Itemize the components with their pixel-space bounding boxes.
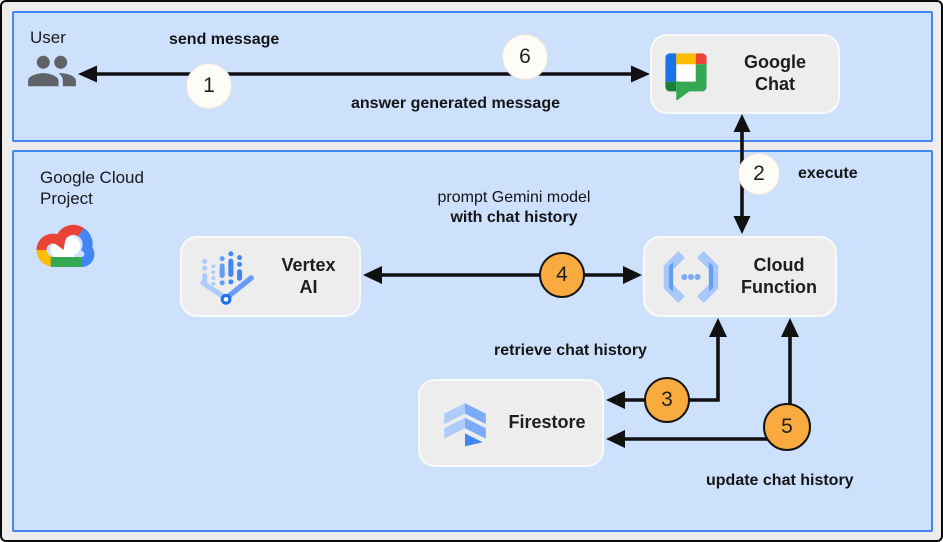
step-1-badge: 1 (186, 63, 232, 109)
update-chat-history-label: update chat history (706, 472, 854, 489)
vertex-ai-label-line2: AI (299, 276, 318, 297)
gcp-zone-label: Google Cloud Project (40, 167, 144, 210)
user-zone-label: User (30, 28, 66, 47)
vertex-ai-label: Vertex AI (258, 255, 359, 299)
prompt-gemini-label-line1: prompt Gemini model (437, 189, 591, 206)
cloud-functions-icon (659, 249, 723, 305)
step-3-badge: 3 (644, 377, 690, 423)
cloud-function-label: Cloud Function (723, 255, 835, 299)
vertex-ai-icon (196, 246, 258, 308)
google-chat-icon (660, 48, 712, 100)
gcp-zone-label-line2: Project (40, 189, 93, 209)
prompt-gemini-label-line2: with chat history (450, 209, 578, 226)
firestore-label: Firestore (508, 412, 586, 433)
gcp-zone-label-line1: Google Cloud (40, 168, 144, 187)
firestore-icon (438, 396, 492, 450)
vertex-ai-node: Vertex AI (180, 236, 361, 317)
step-5-badge: 5 (763, 403, 811, 451)
google-chat-node: Google Chat (650, 34, 840, 114)
prompt-gemini-label: prompt Gemini model with chat history (404, 189, 624, 227)
retrieve-chat-history-label: retrieve chat history (494, 342, 647, 359)
cloud-function-label-line1: Cloud (753, 254, 805, 275)
google-chat-label-line1: Google (744, 52, 806, 73)
send-message-label: send message (169, 31, 280, 48)
cloud-function-node: Cloud Function (643, 236, 837, 317)
vertex-ai-label-line1: Vertex (281, 254, 336, 275)
firestore-node: Firestore (418, 379, 604, 467)
step-6-badge: 6 (502, 34, 548, 80)
answer-generated-message-label: answer generated message (351, 95, 560, 112)
user-people-icon (27, 50, 77, 92)
execute-label: execute (798, 165, 858, 182)
google-chat-label-line2: Chat (755, 74, 795, 94)
google-chat-label: Google Chat (712, 52, 838, 96)
cloud-function-label-line2: Function (741, 276, 817, 297)
step-2-badge: 2 (738, 153, 780, 195)
step-4-badge: 4 (539, 252, 585, 298)
google-cloud-logo-icon (36, 221, 96, 273)
